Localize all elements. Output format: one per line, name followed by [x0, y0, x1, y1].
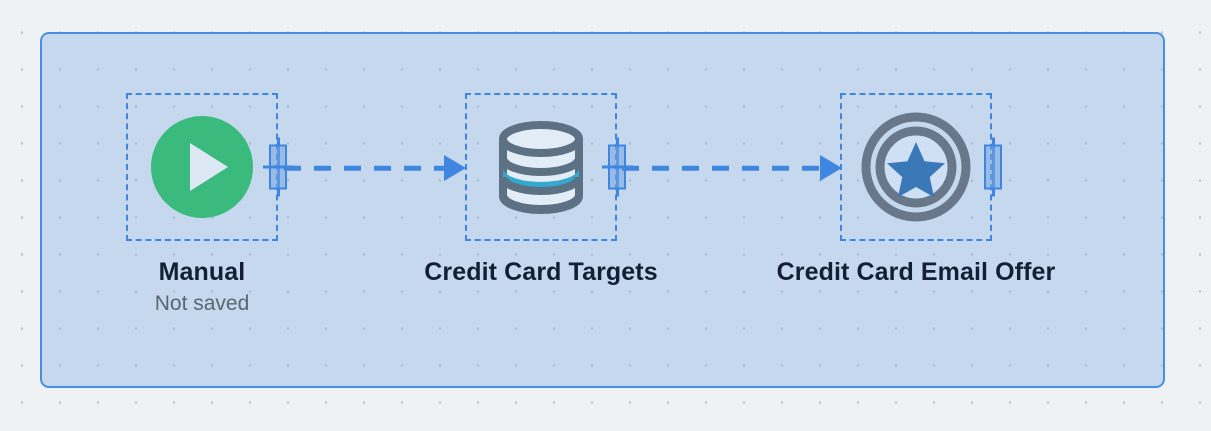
- edge-arrowhead-icon: [820, 155, 842, 181]
- port-body: [984, 144, 1002, 190]
- node-label-credit-card-targets: Credit Card Targets: [424, 258, 658, 286]
- port-horizontal-line: [602, 165, 633, 169]
- node-sublabel-manual: Not saved: [154, 292, 250, 315]
- edge-arrowhead-icon: [444, 155, 466, 181]
- node-label-manual: Manual: [158, 258, 246, 286]
- edge-line: [622, 165, 820, 171]
- edge-line: [284, 165, 444, 171]
- node-label-credit-card-email-offer: Credit Card Email Offer: [776, 258, 1056, 286]
- database-cylinder-icon[interactable]: [485, 111, 597, 223]
- output-port-handle[interactable]: [983, 137, 1003, 197]
- flow-node-manual[interactable]: Manual Not saved: [126, 93, 294, 315]
- flow-node-credit-card-email-offer[interactable]: Credit Card Email Offer: [777, 93, 1055, 286]
- shield-star-badge-icon[interactable]: [860, 111, 972, 223]
- play-circle-icon[interactable]: [146, 111, 258, 223]
- port-horizontal-line: [263, 165, 294, 169]
- flow-node-credit-card-targets[interactable]: Credit Card Targets: [424, 93, 658, 286]
- flow-edge-manual-to-targets[interactable]: [284, 155, 466, 181]
- flow-edge-targets-to-email-offer[interactable]: [622, 155, 842, 181]
